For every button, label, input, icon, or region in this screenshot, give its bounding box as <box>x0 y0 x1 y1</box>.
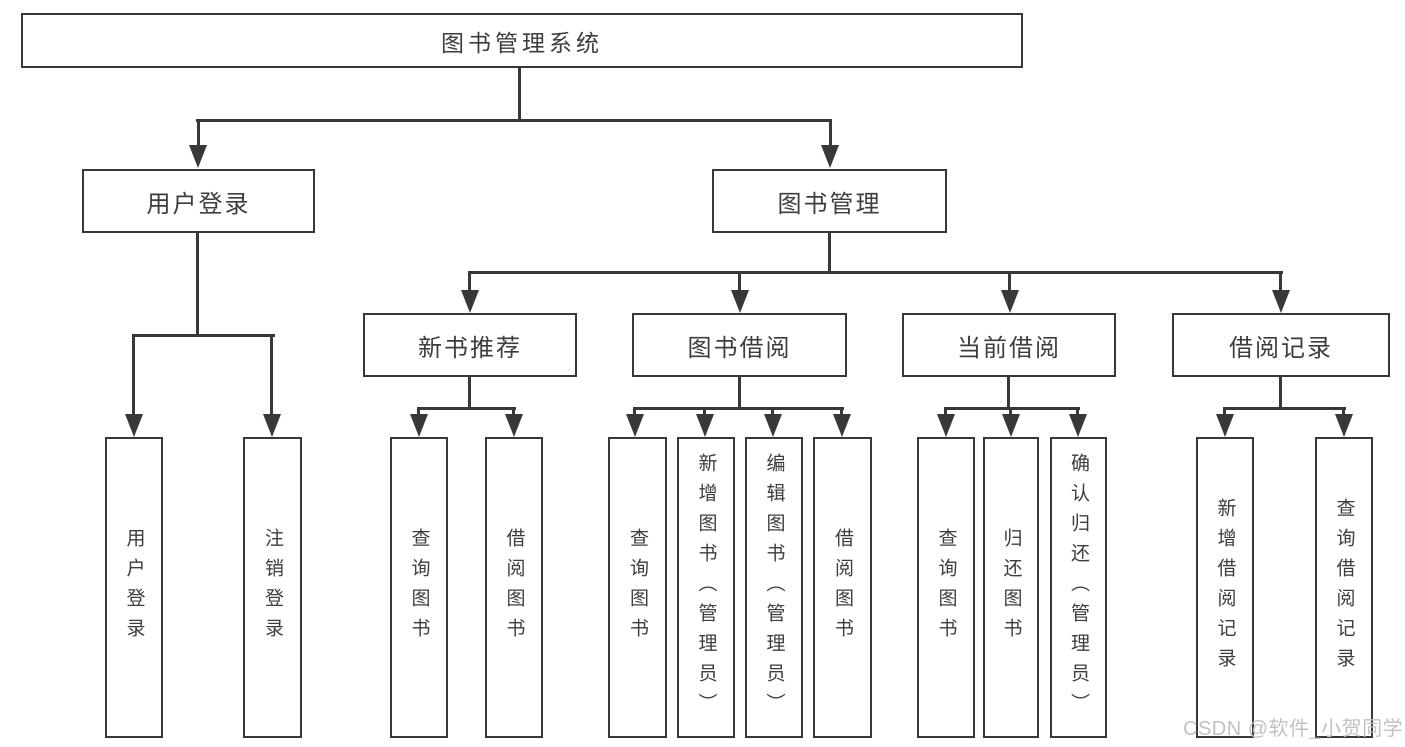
node-leaf-br-query-record-label: 查询借阅记录 <box>1333 497 1355 678</box>
node-leaf-user-login-label: 用户登录 <box>123 527 145 648</box>
node-leaf-bb-edit-books-label: 编辑图书（管理员） <box>763 452 785 723</box>
connector-book-mgmt-split <box>468 271 1283 274</box>
connector-to-leaf-a2 <box>270 334 273 416</box>
connector-to-new-book-rec <box>468 271 471 292</box>
arrowhead-icon <box>764 414 782 437</box>
connector-to-leaf-c2 <box>703 407 706 416</box>
connector-root-split <box>196 119 832 122</box>
node-leaf-bb-borrow-books-label: 借阅图书 <box>832 527 853 648</box>
node-leaf-logout: 注销登录 <box>243 437 302 738</box>
connector-to-leaf-a1 <box>132 334 135 416</box>
node-leaf-cb-confirm-return-label: 确认归还（管理员） <box>1068 452 1089 723</box>
node-new-book-rec: 新书推荐 <box>363 313 577 377</box>
connector-to-current-borrow <box>1008 271 1011 292</box>
node-book-borrow: 图书借阅 <box>632 313 847 377</box>
arrowhead-icon <box>1216 414 1234 437</box>
node-leaf-br-query-record: 查询借阅记录 <box>1315 437 1373 738</box>
connector-to-leaf-c3 <box>771 407 774 416</box>
connector-current-borrow-stem <box>1007 375 1010 410</box>
node-root-label: 图书管理系统 <box>441 29 603 56</box>
arrowhead-icon <box>1069 414 1087 437</box>
connector-to-leaf-d2 <box>1009 407 1012 416</box>
node-leaf-rec-borrow-books: 借阅图书 <box>485 437 543 738</box>
node-leaf-bb-add-books: 新增图书（管理员） <box>677 437 735 738</box>
arrowhead-icon <box>1335 414 1353 437</box>
connector-to-user-login <box>197 119 200 148</box>
connector-to-book-borrow <box>738 271 741 292</box>
arrowhead-icon <box>189 145 207 168</box>
node-leaf-cb-confirm-return: 确认归还（管理员） <box>1050 437 1107 738</box>
arrowhead-icon <box>833 414 851 437</box>
connector-to-leaf-c1 <box>633 407 636 416</box>
arrowhead-icon <box>626 414 644 437</box>
connector-root-stem <box>518 66 521 122</box>
connector-new-book-rec-split <box>417 407 516 410</box>
connector-new-book-rec-stem <box>468 375 471 410</box>
arrowhead-icon <box>937 414 955 437</box>
node-leaf-cb-query-books-label: 查询图书 <box>935 527 957 648</box>
connector-book-mgmt-stem <box>828 231 831 273</box>
connector-book-borrow-stem <box>738 375 741 410</box>
node-leaf-user-login: 用户登录 <box>105 437 163 738</box>
node-leaf-cb-return-books-label: 归还图书 <box>1000 527 1022 648</box>
connector-borrow-records-split <box>1223 407 1346 410</box>
node-leaf-br-add-record-label: 新增借阅记录 <box>1214 497 1236 678</box>
node-borrow-records-label: 借阅记录 <box>1229 334 1333 362</box>
connector-to-leaf-c4 <box>840 407 843 416</box>
node-leaf-bb-query-books-label: 查询图书 <box>627 527 648 648</box>
connector-to-leaf-d1 <box>944 407 947 416</box>
node-leaf-bb-borrow-books: 借阅图书 <box>813 437 872 738</box>
connector-to-leaf-e2 <box>1342 407 1345 416</box>
watermark: CSDN @软件_小贺同学 <box>1183 718 1404 740</box>
node-leaf-cb-query-books: 查询图书 <box>917 437 975 738</box>
node-leaf-bb-add-books-label: 新增图书（管理员） <box>695 452 717 723</box>
node-new-book-rec-label: 新书推荐 <box>418 334 522 362</box>
node-leaf-cb-return-books: 归还图书 <box>983 437 1039 738</box>
node-root: 图书管理系统 <box>21 13 1023 68</box>
arrowhead-icon <box>696 414 714 437</box>
connector-to-leaf-b1 <box>417 407 420 416</box>
arrowhead-icon <box>731 290 749 313</box>
node-leaf-rec-query-books-label: 查询图书 <box>408 527 430 648</box>
arrowhead-icon <box>125 414 143 437</box>
node-leaf-bb-edit-books: 编辑图书（管理员） <box>745 437 803 738</box>
node-leaf-rec-query-books: 查询图书 <box>390 437 448 738</box>
connector-user-login-split <box>132 334 275 337</box>
connector-to-leaf-b2 <box>512 407 515 416</box>
connector-to-leaf-e1 <box>1223 407 1226 416</box>
node-leaf-rec-borrow-books-label: 借阅图书 <box>503 527 525 648</box>
node-leaf-br-add-record: 新增借阅记录 <box>1196 437 1254 738</box>
connector-to-book-mgmt <box>829 119 832 148</box>
node-borrow-records: 借阅记录 <box>1172 313 1390 377</box>
node-user-login: 用户登录 <box>82 169 315 233</box>
node-book-borrow-label: 图书借阅 <box>687 334 792 362</box>
node-leaf-bb-query-books: 查询图书 <box>608 437 667 738</box>
node-current-borrow: 当前借阅 <box>902 313 1116 377</box>
connector-current-borrow-split <box>944 407 1080 410</box>
connector-book-borrow-split <box>633 407 844 410</box>
node-current-borrow-label: 当前借阅 <box>957 334 1061 362</box>
node-leaf-logout-label: 注销登录 <box>262 527 283 648</box>
arrowhead-icon <box>1272 290 1290 313</box>
arrowhead-icon <box>1001 290 1019 313</box>
arrowhead-icon <box>410 414 428 437</box>
connector-borrow-records-stem <box>1279 375 1282 410</box>
node-book-mgmt-label: 图书管理 <box>777 190 882 218</box>
connector-to-leaf-d3 <box>1076 407 1079 416</box>
arrowhead-icon <box>505 414 523 437</box>
arrowhead-icon <box>821 145 839 168</box>
node-user-login-label: 用户登录 <box>146 190 251 218</box>
node-book-mgmt: 图书管理 <box>712 169 947 233</box>
connector-user-login-stem <box>196 231 199 336</box>
arrowhead-icon <box>1002 414 1020 437</box>
arrowhead-icon <box>461 290 479 313</box>
connector-to-borrow-records <box>1279 271 1282 292</box>
arrowhead-icon <box>263 414 281 437</box>
